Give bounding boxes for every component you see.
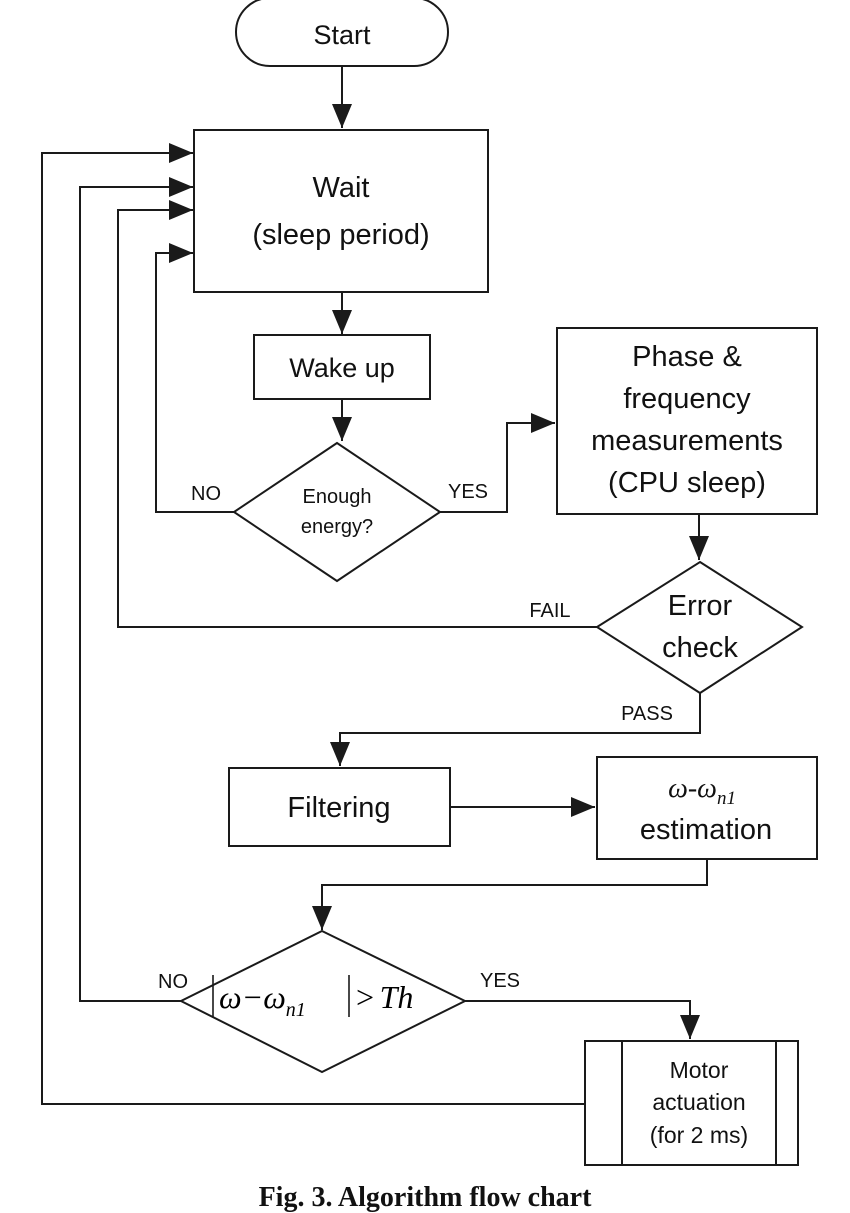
error-pass-label: PASS — [621, 703, 673, 725]
threshold-subscript: n1 — [286, 999, 306, 1021]
measurements-line4: (CPU sleep) — [608, 467, 766, 499]
wake-up-label: Wake up — [289, 353, 395, 383]
error-check-line2: check — [662, 632, 738, 664]
error-check-decision: Error check — [595, 560, 804, 695]
energy-no-arrow — [155, 243, 234, 513]
wait-box: Wait (sleep period) — [193, 129, 489, 293]
error-check-line1: Error — [668, 590, 733, 622]
threshold-rhs: >Th — [354, 979, 413, 1015]
threshold-omega: ω−ω — [219, 979, 286, 1015]
estimation-subscript: n1 — [717, 788, 736, 809]
threshold-yes-arrow — [465, 1000, 700, 1039]
motor-line2: actuation — [652, 1089, 745, 1115]
energy-label-line1: Enough — [303, 486, 372, 508]
wake-up-box: Wake up — [253, 334, 431, 400]
estimation-to-threshold-arrow — [312, 859, 708, 930]
motor-return-arrow — [41, 143, 585, 1105]
figure-caption: Fig. 3. Algorithm flow chart — [259, 1182, 593, 1213]
threshold-lhs: ω−ωn1 — [219, 979, 306, 1021]
filtering-label: Filtering — [287, 792, 390, 824]
estimation-symbol: ω-ωn1 — [668, 773, 736, 809]
error-fail-label: FAIL — [529, 600, 570, 622]
energy-yes-label: YES — [448, 481, 488, 503]
estimation-omega: ω-ω — [668, 773, 717, 804]
wait-label-line1: Wait — [313, 172, 370, 204]
motor-actuation-box: Motor actuation (for 2 ms) — [584, 1040, 799, 1166]
threshold-yes-label: YES — [480, 970, 520, 992]
energy-yes-arrow — [440, 413, 555, 513]
threshold-decision: ω−ωn1 >Th — [178, 929, 468, 1074]
measurements-line3: measurements — [591, 425, 783, 457]
motor-line3: (for 2 ms) — [650, 1122, 748, 1148]
threshold-no-label: NO — [158, 971, 188, 993]
energy-no-label: NO — [191, 483, 221, 505]
error-fail-arrow — [117, 200, 597, 628]
threshold-no-arrow — [79, 177, 193, 1002]
wait-label-line2: (sleep period) — [252, 219, 429, 251]
estimation-box: ω-ωn1 estimation — [596, 756, 818, 860]
measurements-box: Phase & frequency measurements (CPU slee… — [556, 327, 818, 515]
motor-line1: Motor — [670, 1057, 729, 1083]
threshold-operator: > — [354, 979, 376, 1015]
estimation-line2: estimation — [640, 814, 772, 846]
error-pass-arrow — [330, 693, 701, 766]
measurements-line1: Phase & — [632, 341, 742, 373]
start-label: Start — [313, 20, 371, 50]
energy-label-line2: energy? — [301, 516, 373, 538]
threshold-th: Th — [380, 979, 414, 1015]
measurements-line2: frequency — [623, 383, 751, 415]
energy-decision: Enough energy? — [232, 441, 442, 583]
start-terminal: Start — [235, 0, 449, 67]
filtering-box: Filtering — [228, 767, 451, 847]
